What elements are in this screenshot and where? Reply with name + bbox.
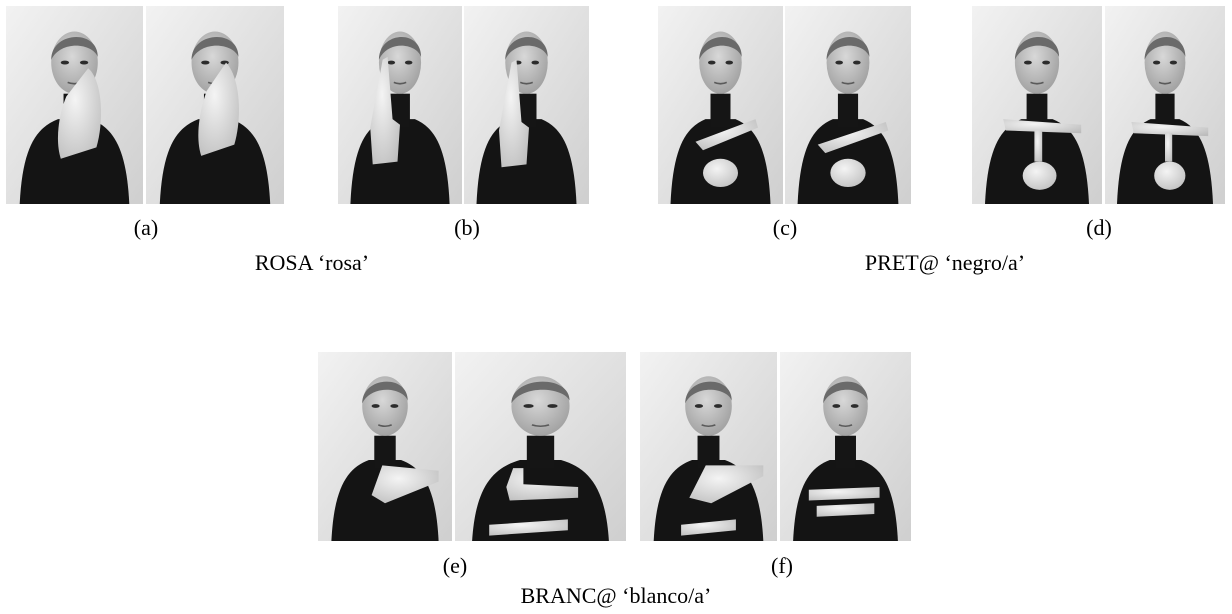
panel-label-c: (c) (772, 215, 798, 240)
panel-f-frame-1 (640, 352, 777, 541)
caption-preta: PRET@ ‘negro/a’ (864, 250, 1026, 275)
fist-icon (1154, 161, 1186, 190)
fist-icon (703, 158, 738, 188)
pointing-hand-icon (1003, 119, 1082, 134)
crossed-fingers-hand-icon (817, 121, 889, 154)
panel-label-a: (a) (133, 215, 159, 240)
panel-a-frame-2 (146, 6, 284, 204)
caption-branca: BRANC@ ‘blanco/a’ (520, 583, 712, 608)
crossed-fingers-hand-icon (695, 119, 758, 151)
caption-rosa: ROSA ‘rosa’ (254, 250, 370, 275)
panel-label-b: (b) (454, 215, 480, 240)
two-finger-hand-icon (499, 59, 529, 168)
fist-icon (1022, 161, 1057, 190)
panel-f-frame-2 (780, 352, 911, 541)
panel-c-frame-2 (785, 6, 911, 204)
panel-e-frame-2 (455, 352, 626, 541)
hand-on-cheek-icon (198, 62, 239, 156)
panel-a-frame-1 (6, 6, 143, 204)
fist-icon (830, 158, 866, 188)
panel-b-frame-2 (464, 6, 589, 204)
panel-d-frame-2 (1105, 6, 1225, 204)
forearm-icon (681, 519, 736, 536)
forearm-icon (816, 503, 875, 517)
panel-e-frame-1 (318, 352, 452, 541)
flat-hand-icon (371, 465, 439, 504)
panel-label-f: (f) (771, 553, 793, 578)
panel-label-e: (e) (442, 553, 468, 578)
panel-d-frame-1 (972, 6, 1102, 204)
flat-hand-icon (808, 487, 880, 501)
flat-hand-icon (506, 468, 579, 501)
panel-b-frame-1 (338, 6, 462, 204)
panel-c-frame-1 (658, 6, 783, 204)
pointing-hand-icon (1131, 121, 1209, 137)
hand-on-cheek-icon (57, 68, 102, 159)
two-finger-hand-icon (370, 56, 400, 165)
panel-label-d: (d) (1086, 215, 1112, 240)
flat-hand-icon (689, 465, 764, 504)
forearm-icon (489, 519, 568, 536)
